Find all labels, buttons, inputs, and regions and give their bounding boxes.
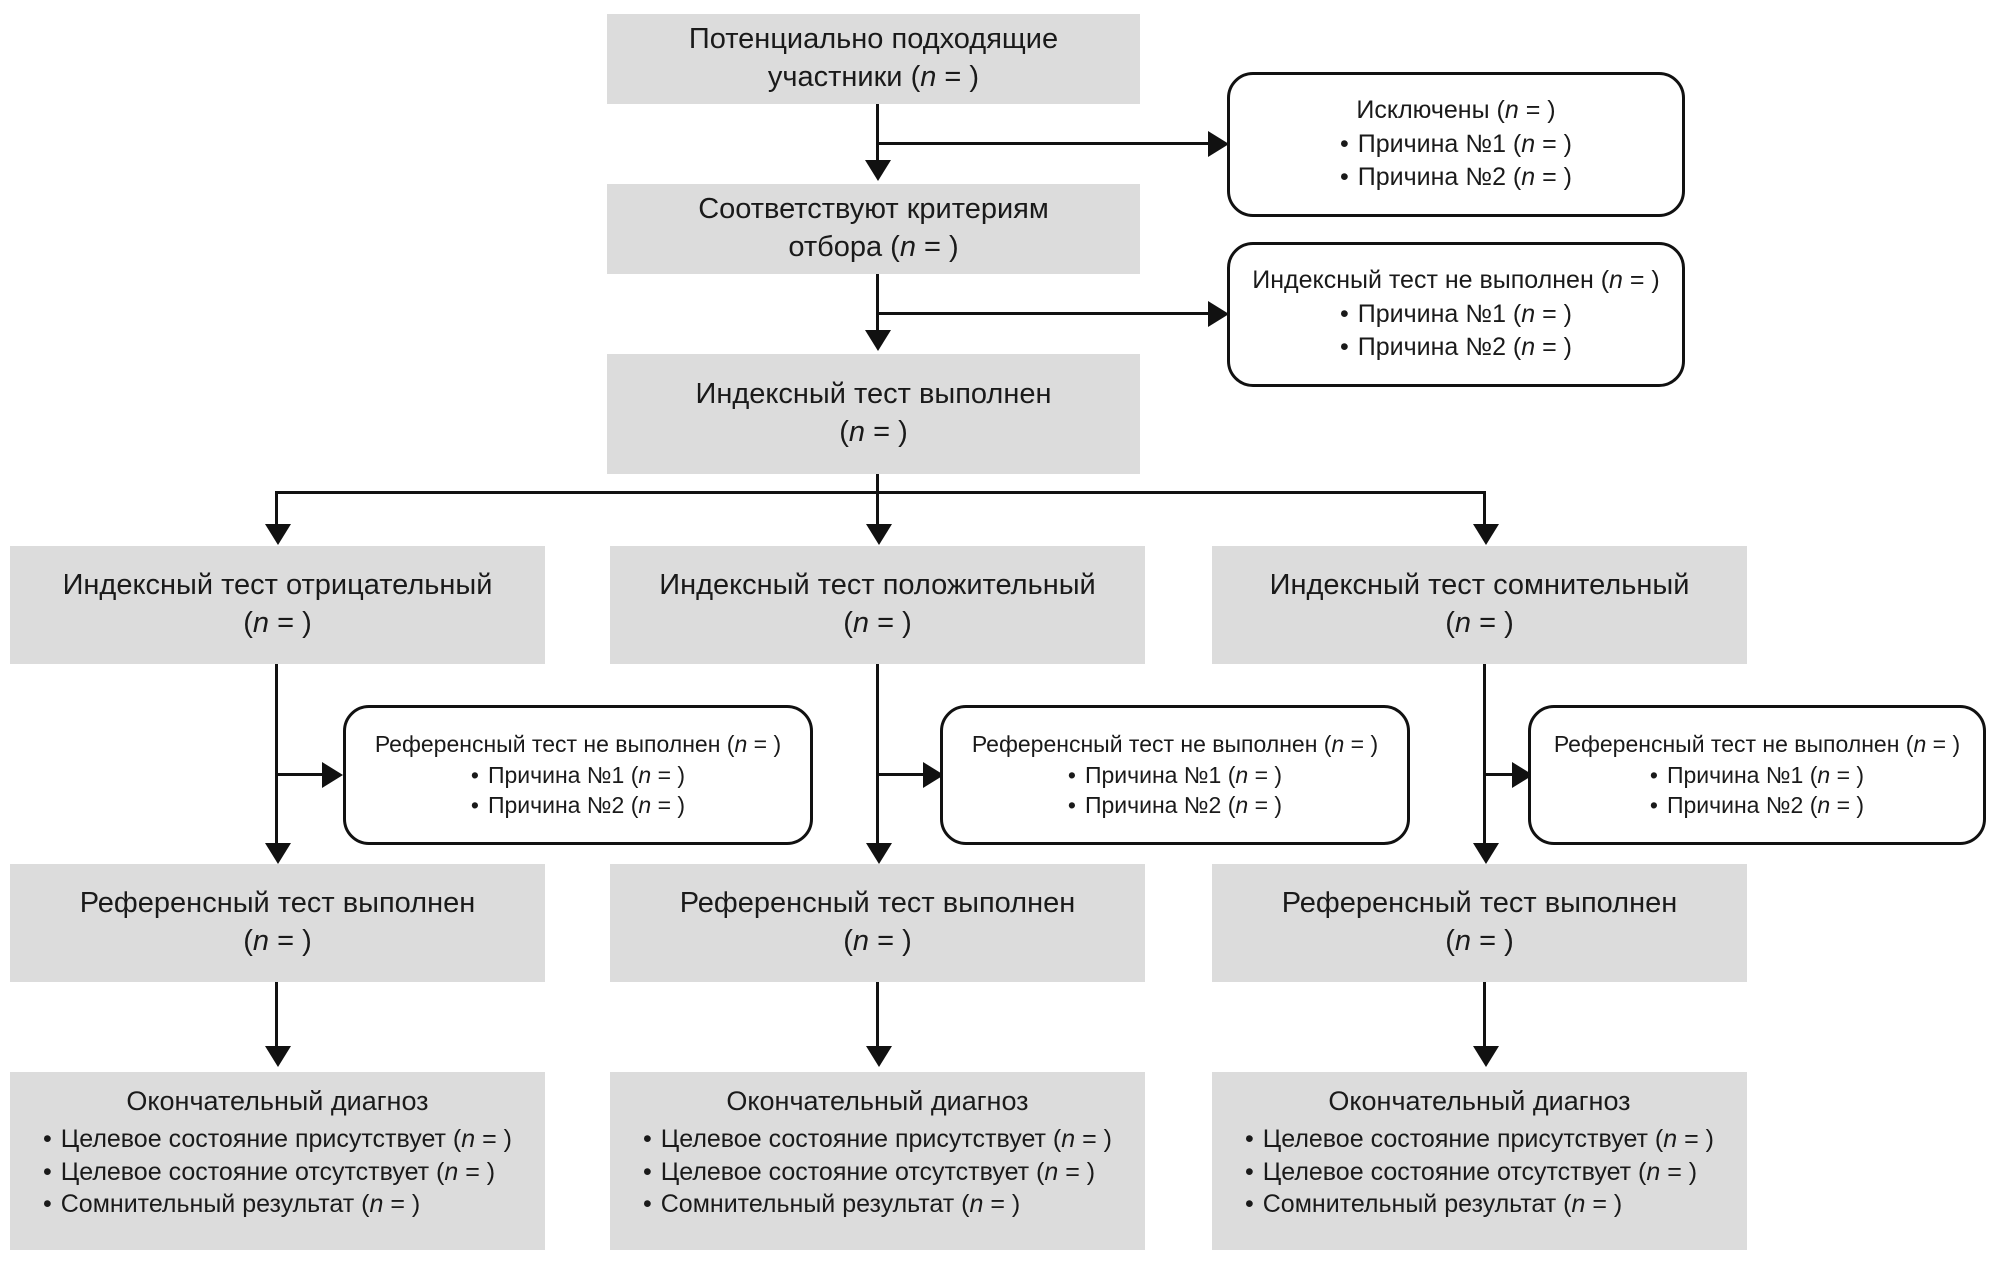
node-ref-done-2-line2: (n = ) bbox=[843, 925, 912, 957]
connector-index-done-down bbox=[876, 474, 879, 494]
node-diagnosis-2-item-3: Сомнительный результат (n = ) bbox=[643, 1188, 1021, 1221]
node-criteria-line1: Соответствуют критериям bbox=[698, 193, 1049, 226]
arrowhead-col2-ref-not-done bbox=[923, 762, 944, 788]
node-reference-not-done-3: Референсный тест не выполнен (n = ) Прич… bbox=[1528, 705, 1986, 845]
node-reference-done-3: Референсный тест выполнен (n = ) bbox=[1212, 864, 1747, 982]
arrowhead-col1-ref-not-done bbox=[322, 762, 343, 788]
node-index-inconclusive-line2: (n = ) bbox=[1445, 607, 1514, 639]
arrowhead-col3-ref-not-done bbox=[1512, 762, 1533, 788]
node-index-positive-line2: (n = ) bbox=[843, 607, 912, 639]
node-diagnosis-1-item-3: Сомнительный результат (n = ) bbox=[43, 1188, 421, 1221]
connector-col1-to-ref-not-done bbox=[278, 773, 326, 776]
node-ref-done-3-line1: Референсный тест выполнен bbox=[1281, 887, 1678, 920]
arrowhead-eligible-down bbox=[865, 160, 891, 181]
node-index-not-done-header: Индексный тест не выполнен (n = ) bbox=[1252, 266, 1660, 295]
node-excluded-header: Исключены (n = ) bbox=[1356, 96, 1556, 125]
node-ref-not-done-1-reason-1: Причина №1 (n = ) bbox=[471, 760, 685, 791]
connector-criteria-to-index-not-done bbox=[876, 312, 1221, 315]
node-final-diagnosis-3: Окончательный диагноз Целевое состояние … bbox=[1212, 1072, 1747, 1250]
node-reference-not-done-2: Референсный тест не выполнен (n = ) Прич… bbox=[940, 705, 1410, 845]
connector-col3-down bbox=[1483, 664, 1486, 850]
arrowhead-index-not-done bbox=[1208, 301, 1229, 327]
node-index-inconclusive-line1: Индексный тест сомнительный bbox=[1269, 569, 1690, 602]
node-diagnosis-3-header: Окончательный диагноз bbox=[1328, 1086, 1631, 1116]
node-final-diagnosis-1: Окончательный диагноз Целевое состояние … bbox=[10, 1072, 545, 1250]
arrowhead-col1-to-ref-done bbox=[265, 843, 291, 864]
node-diagnosis-3-item-3: Сомнительный результат (n = ) bbox=[1245, 1188, 1623, 1221]
arrowhead-index-inconclusive bbox=[1473, 524, 1499, 545]
arrowhead-excluded bbox=[1208, 131, 1229, 157]
arrowhead-col3-to-ref-done bbox=[1473, 843, 1499, 864]
node-ref-done-2-line1: Референсный тест выполнен bbox=[679, 887, 1076, 920]
connector-split-bus bbox=[275, 491, 1485, 494]
node-ref-not-done-1-header: Референсный тест не выполнен (n = ) bbox=[374, 730, 782, 757]
node-index-not-done-reason-2: Причина №2 (n = ) bbox=[1340, 331, 1572, 365]
connector-split-right bbox=[1483, 491, 1486, 531]
connector-split-left bbox=[275, 491, 278, 531]
node-ref-not-done-3-header: Референсный тест не выполнен (n = ) bbox=[1553, 730, 1961, 757]
arrowhead-index-positive bbox=[866, 524, 892, 545]
node-index-done-line2: (n = ) bbox=[839, 416, 908, 448]
node-criteria-line2: отбора (n = ) bbox=[788, 231, 959, 263]
node-ref-done-1-line2: (n = ) bbox=[243, 925, 312, 957]
connector-col3-to-ref-not-done bbox=[1486, 773, 1528, 776]
node-eligible-participants: Потенциально подходящие участники (n = ) bbox=[607, 14, 1140, 104]
node-ref-not-done-3-reason-2: Причина №2 (n = ) bbox=[1650, 790, 1864, 821]
connector-split-middle bbox=[876, 491, 879, 531]
arrowhead-col2-diagnosis bbox=[866, 1046, 892, 1067]
connector-col2-down bbox=[876, 664, 879, 850]
node-excluded: Исключены (n = ) Причина №1 (n = ) Причи… bbox=[1227, 72, 1685, 217]
node-ref-done-1-line1: Референсный тест выполнен bbox=[79, 887, 476, 920]
connector-eligible-to-excluded bbox=[876, 142, 1221, 145]
node-diagnosis-2-item-2: Целевое состояние отсутствует (n = ) bbox=[643, 1156, 1095, 1189]
node-ref-not-done-1-reason-2: Причина №2 (n = ) bbox=[471, 790, 685, 821]
connector-col1-to-diagnosis bbox=[275, 982, 278, 1052]
node-index-test-done: Индексный тест выполнен (n = ) bbox=[607, 354, 1140, 474]
node-ref-not-done-2-header: Референсный тест не выполнен (n = ) bbox=[971, 730, 1379, 757]
arrowhead-col1-diagnosis bbox=[265, 1046, 291, 1067]
node-index-done-line1: Индексный тест выполнен bbox=[695, 378, 1052, 411]
connector-eligible-down bbox=[876, 104, 879, 166]
node-diagnosis-1-header: Окончательный диагноз bbox=[126, 1086, 429, 1116]
node-reference-done-1: Референсный тест выполнен (n = ) bbox=[10, 864, 545, 982]
node-excluded-reason-2: Причина №2 (n = ) bbox=[1340, 161, 1572, 195]
connector-col2-to-ref-not-done bbox=[879, 773, 927, 776]
node-ref-not-done-2-reason-1: Причина №1 (n = ) bbox=[1068, 760, 1282, 791]
node-reference-done-2: Референсный тест выполнен (n = ) bbox=[610, 864, 1145, 982]
node-diagnosis-1-item-1: Целевое состояние присутствует (n = ) bbox=[43, 1123, 512, 1156]
node-diagnosis-2-header: Окончательный диагноз bbox=[726, 1086, 1029, 1116]
node-diagnosis-3-item-1: Целевое состояние присутствует (n = ) bbox=[1245, 1123, 1714, 1156]
connector-col2-to-diagnosis bbox=[876, 982, 879, 1052]
arrowhead-criteria-down bbox=[865, 330, 891, 351]
node-index-not-done-reason-1: Причина №1 (n = ) bbox=[1340, 298, 1572, 332]
node-reference-not-done-1: Референсный тест не выполнен (n = ) Прич… bbox=[343, 705, 813, 845]
connector-col1-down bbox=[275, 664, 278, 850]
node-index-result-inconclusive: Индексный тест сомнительный (n = ) bbox=[1212, 546, 1747, 664]
node-excluded-reason-1: Причина №1 (n = ) bbox=[1340, 128, 1572, 162]
node-eligible-line1: Потенциально подходящие bbox=[688, 23, 1059, 56]
node-index-result-negative: Индексный тест отрицательный (n = ) bbox=[10, 546, 545, 664]
node-ref-done-3-line2: (n = ) bbox=[1445, 925, 1514, 957]
node-eligible-line2: участники (n = ) bbox=[767, 61, 980, 93]
node-final-diagnosis-2: Окончательный диагноз Целевое состояние … bbox=[610, 1072, 1145, 1250]
node-ref-not-done-3-reason-1: Причина №1 (n = ) bbox=[1650, 760, 1864, 791]
node-meets-criteria: Соответствуют критериям отбора (n = ) bbox=[607, 184, 1140, 274]
node-index-test-not-done: Индексный тест не выполнен (n = ) Причин… bbox=[1227, 242, 1685, 387]
arrowhead-col3-diagnosis bbox=[1473, 1046, 1499, 1067]
connector-col3-to-diagnosis bbox=[1483, 982, 1486, 1052]
arrowhead-index-negative bbox=[265, 524, 291, 545]
node-index-negative-line2: (n = ) bbox=[243, 607, 312, 639]
node-diagnosis-2-item-1: Целевое состояние присутствует (n = ) bbox=[643, 1123, 1112, 1156]
node-index-negative-line1: Индексный тест отрицательный bbox=[62, 569, 493, 602]
arrowhead-col2-to-ref-done bbox=[866, 843, 892, 864]
node-index-result-positive: Индексный тест положительный (n = ) bbox=[610, 546, 1145, 664]
node-diagnosis-3-item-2: Целевое состояние отсутствует (n = ) bbox=[1245, 1156, 1697, 1189]
connector-criteria-down bbox=[876, 274, 879, 336]
node-index-positive-line1: Индексный тест положительный bbox=[659, 569, 1096, 602]
node-diagnosis-1-item-2: Целевое состояние отсутствует (n = ) bbox=[43, 1156, 495, 1189]
node-ref-not-done-2-reason-2: Причина №2 (n = ) bbox=[1068, 790, 1282, 821]
